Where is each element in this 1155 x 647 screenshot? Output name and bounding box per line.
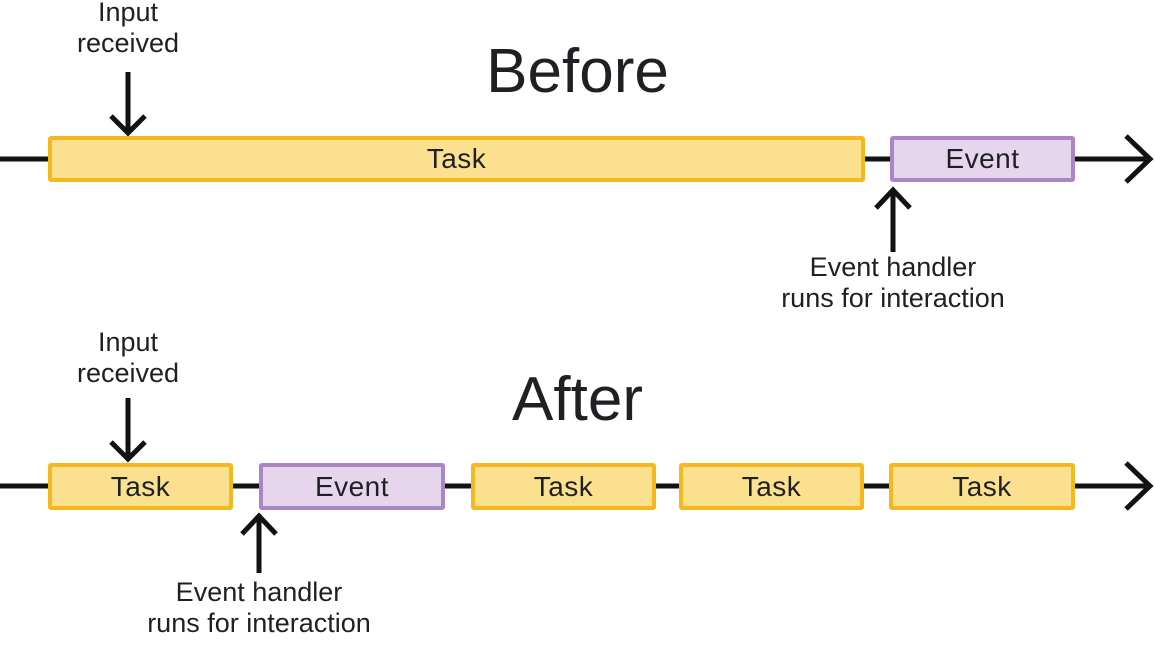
task-bar-label: Task bbox=[110, 470, 171, 502]
task-bar-after-4: Task bbox=[889, 463, 1075, 510]
before-title: Before bbox=[486, 37, 669, 106]
event-bar-before: Event bbox=[890, 136, 1075, 182]
handler-arrow-before bbox=[874, 186, 912, 252]
annotation-line: Event handler bbox=[175, 577, 343, 607]
task-bar-label: Task bbox=[952, 470, 1012, 502]
event-bar-label: Event bbox=[314, 470, 390, 502]
event-handler-label-before: Event handler runs for interaction bbox=[781, 252, 1005, 314]
task-bar-after-1: Task bbox=[48, 463, 233, 510]
annotation-line: received bbox=[76, 28, 180, 58]
task-bar-label: Task bbox=[741, 470, 802, 502]
annotation-line: runs for interaction bbox=[781, 283, 1005, 313]
annotation-line: runs for interaction bbox=[147, 608, 371, 638]
task-bar-after-3: Task bbox=[679, 463, 864, 510]
input-received-label-before: Input received bbox=[77, 0, 179, 59]
event-bar-label: Event bbox=[945, 143, 1020, 174]
event-bar-after: Event bbox=[259, 463, 445, 510]
annotation-line: received bbox=[76, 358, 180, 388]
after-title: After bbox=[512, 365, 643, 434]
task-bar-before: Task bbox=[48, 136, 865, 182]
annotation-line: Input bbox=[97, 327, 159, 357]
arrowhead-down-icon bbox=[109, 440, 147, 463]
task-bar-label: Task bbox=[533, 470, 594, 502]
event-handler-label-after: Event handler runs for interaction bbox=[147, 577, 371, 639]
arrowhead-up-icon bbox=[240, 512, 278, 536]
annotation-line: Event handler bbox=[809, 252, 977, 282]
handler-arrow-after bbox=[240, 512, 278, 573]
timeline-arrowhead-icon bbox=[1124, 134, 1154, 184]
timeline-arrowhead-icon bbox=[1124, 461, 1154, 511]
arrowhead-up-icon bbox=[874, 186, 912, 210]
task-bar-after-2: Task bbox=[471, 463, 656, 510]
annotation-line: Input bbox=[97, 0, 159, 27]
arrowhead-down-icon bbox=[109, 114, 147, 137]
task-bar-label: Task bbox=[426, 143, 487, 174]
input-received-label-after: Input received bbox=[77, 327, 179, 389]
